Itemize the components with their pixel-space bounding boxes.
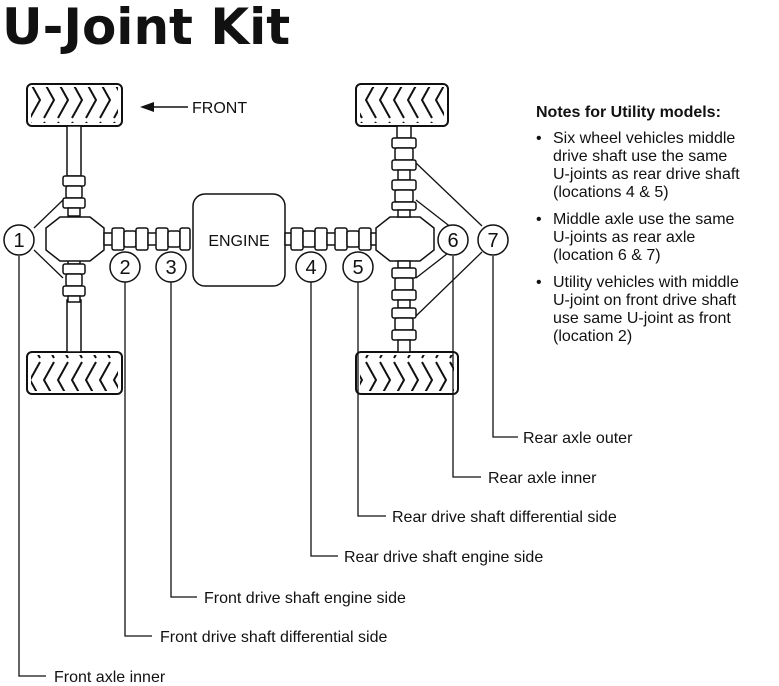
note-item: • Six wheel vehicles middle drive shaft … (536, 130, 779, 202)
label-front-axle-inner: Front axle inner (54, 669, 166, 686)
callout-5: 5 (342, 251, 374, 283)
pointer-lines (18, 162, 518, 677)
tire-front-left (26, 83, 123, 127)
svg-text:6: 6 (447, 230, 458, 252)
label-rear-drive-shaft-differential-side: Rear drive shaft differential side (392, 509, 617, 526)
bullet: • (536, 274, 542, 291)
note-line: Utility vehicles with middle (553, 274, 739, 291)
callout-2: 2 (109, 251, 141, 283)
label-front-drive-shaft-engine-side: Front drive shaft engine side (204, 590, 406, 607)
right-axle-shaft (391, 125, 417, 353)
rear-differential (375, 216, 435, 262)
note-item: • Utility vehicles with middle U-joint o… (536, 274, 779, 346)
note-line: U-joints as rear axle (553, 229, 696, 246)
notes-title: Notes for Utility models: (536, 104, 721, 121)
note-line: drive shaft use the same (553, 148, 728, 165)
callout-3: 3 (155, 251, 187, 283)
label-rear-axle-outer: Rear axle outer (523, 430, 633, 447)
front-label: FRONT (192, 100, 247, 117)
bullet: • (536, 211, 542, 228)
engine-label: ENGINE (208, 233, 269, 250)
note-line: Six wheel vehicles middle (553, 130, 736, 147)
note-item: • Middle axle use the same U-joints as r… (536, 211, 779, 265)
note-line: Middle axle use the same (553, 211, 735, 228)
tire-rear-right (355, 351, 459, 395)
page-title: U-Joint Kit (2, 0, 290, 56)
label-front-drive-shaft-differential-side: Front drive shaft differential side (160, 629, 387, 646)
callout-4: 4 (295, 251, 327, 283)
front-drive-shaft (103, 227, 191, 251)
svg-text:2: 2 (119, 257, 130, 279)
front-arrow (140, 102, 188, 112)
svg-text:1: 1 (13, 230, 24, 252)
label-rear-axle-inner: Rear axle inner (488, 470, 597, 487)
notes-list: • Six wheel vehicles middle drive shaft … (536, 130, 779, 346)
notes-panel: Notes for Utility models: • Six wheel ve… (536, 104, 779, 355)
callout-1: 1 (3, 224, 35, 256)
tire-rear-left (26, 351, 123, 395)
svg-text:5: 5 (352, 257, 363, 279)
tire-front-right (355, 83, 449, 127)
label-rear-drive-shaft-engine-side: Rear drive shaft engine side (344, 549, 543, 566)
callout-6: 6 (437, 224, 469, 256)
note-line: U-joints as rear drive shaft (553, 166, 740, 183)
note-line: (location 6 & 7) (553, 247, 661, 264)
callout-7: 7 (477, 224, 509, 256)
note-line: use same U-joint as front (553, 310, 731, 327)
note-line: U-joint on front drive shaft (553, 292, 737, 309)
note-line: (locations 4 & 5) (553, 184, 669, 201)
svg-text:4: 4 (305, 257, 316, 279)
rear-drive-shaft (284, 227, 378, 251)
bullet: • (536, 130, 542, 147)
note-line: (location 2) (553, 328, 633, 345)
front-differential (45, 216, 105, 262)
svg-text:7: 7 (487, 230, 498, 252)
svg-text:3: 3 (165, 257, 176, 279)
